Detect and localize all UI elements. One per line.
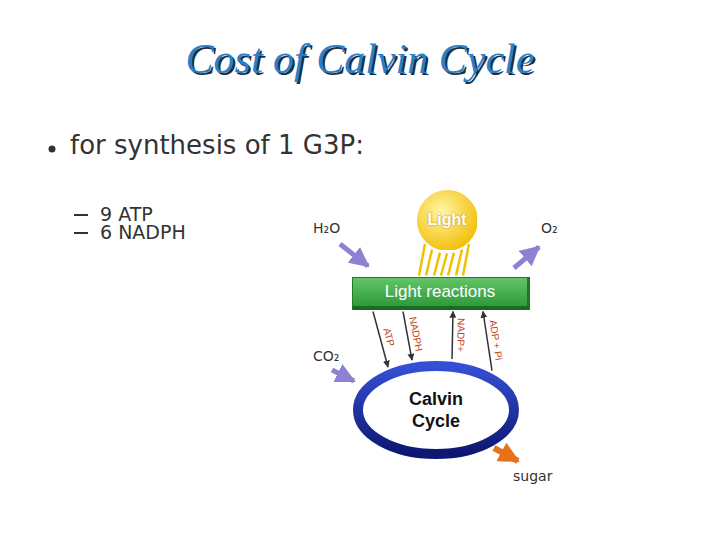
- light-sun: Light: [417, 190, 478, 251]
- input-arrow: [332, 370, 354, 381]
- molecule-label: CO₂: [313, 348, 339, 365]
- edge-label: NADPH: [407, 314, 425, 354]
- slide-title: Cost of Calvin Cycle: [0, 34, 720, 84]
- molecule-label: O₂: [541, 220, 558, 237]
- output-arrow: [494, 448, 518, 461]
- cycle-ring: [352, 360, 520, 460]
- cycle-ellipse: Calvin Cycle: [352, 360, 520, 460]
- sub-bullet-text: 6 NADPH: [100, 221, 186, 243]
- recycle-arrow: [452, 312, 453, 359]
- output-arrow: [514, 247, 539, 268]
- molecule-label: H₂O: [313, 220, 340, 237]
- input-arrow: [340, 244, 368, 266]
- node-text: Light reactions: [385, 281, 496, 302]
- dash-marker: [74, 214, 88, 216]
- node-text: Calvin Cycle: [401, 388, 471, 432]
- node-text: Light: [427, 210, 466, 230]
- bullet-text: for synthesis of 1 G3P:: [70, 131, 364, 160]
- sun-disc: [417, 190, 478, 251]
- dash-marker: [74, 232, 88, 234]
- edge-label: NADP+: [456, 316, 468, 354]
- product-label: sugar: [513, 468, 552, 485]
- cycle-ring-path: [358, 366, 514, 454]
- bullet-dot: [49, 146, 56, 153]
- edge-label: ADP + Pi: [488, 317, 506, 363]
- edge-label: ATP: [381, 324, 398, 349]
- process-box: Light reactions: [352, 277, 530, 310]
